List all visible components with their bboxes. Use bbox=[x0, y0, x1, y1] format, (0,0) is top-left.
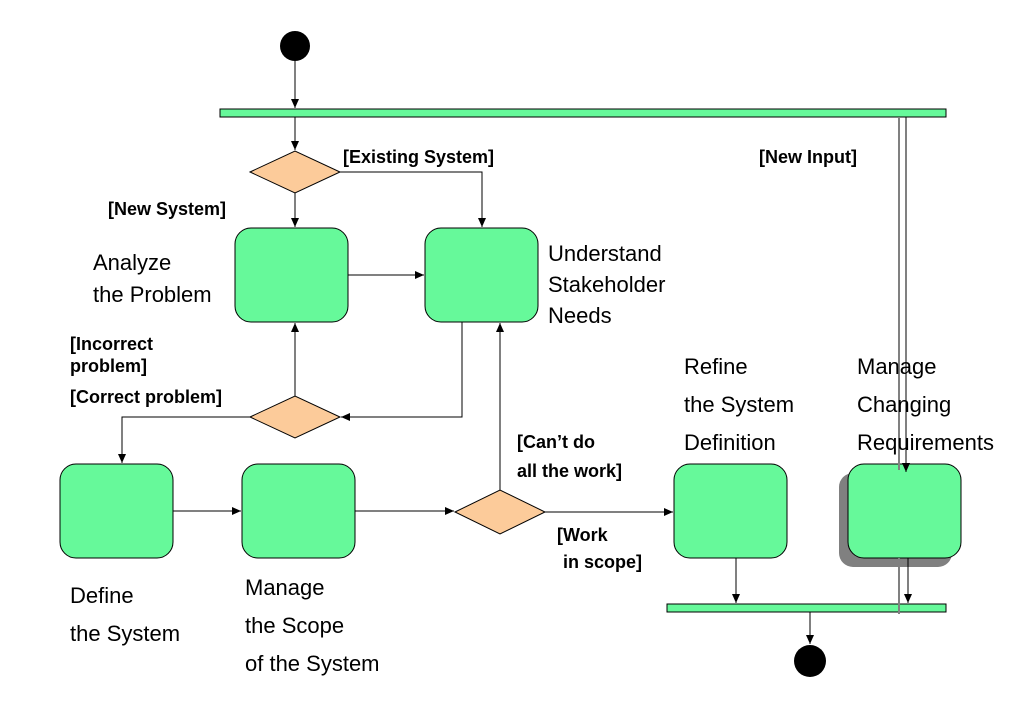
guard-new-system: [New System] bbox=[108, 199, 227, 219]
edge-decision-to-understand bbox=[340, 171, 486, 227]
activity-understand-needs bbox=[424, 227, 539, 323]
label-refine-definition: Refine the System Definition bbox=[684, 348, 794, 462]
fork-bar-top bbox=[219, 108, 947, 118]
decision-existing-or-new bbox=[248, 150, 342, 194]
label-line: Changing bbox=[857, 392, 952, 417]
decision-correct-problem bbox=[248, 395, 342, 439]
guard-work-in-scope: [Work in scope] bbox=[557, 522, 642, 576]
label-line: Needs bbox=[548, 303, 612, 328]
activity-manage-changing bbox=[847, 463, 962, 559]
label-line: Definition bbox=[684, 430, 776, 455]
guard-correct-problem: [Correct problem] bbox=[70, 387, 223, 407]
label-define-system: Define the System bbox=[70, 577, 180, 653]
label-line: Refine bbox=[684, 354, 748, 379]
guard-line: all the work] bbox=[517, 461, 623, 481]
guard-incorrect-problem: [Incorrect problem] bbox=[70, 333, 153, 377]
initial-node bbox=[280, 31, 310, 61]
guard-cant-do: [Can’t do all the work] bbox=[517, 428, 622, 486]
activity-refine-definition bbox=[673, 463, 788, 559]
label-line: the System bbox=[684, 392, 795, 417]
label-line: Analyze bbox=[93, 250, 172, 275]
label-line: Understand bbox=[548, 241, 662, 266]
edge-understand-to-decision bbox=[341, 322, 463, 421]
decision-scope bbox=[453, 489, 547, 535]
activity-manage-scope bbox=[241, 463, 356, 559]
label-line: Define bbox=[70, 583, 134, 608]
label-line: of the System bbox=[245, 651, 380, 676]
label-line: Requirements bbox=[857, 430, 994, 455]
activity-define-system bbox=[59, 463, 174, 559]
edge-decision-to-define bbox=[118, 416, 250, 463]
guard-new-input: [New Input] bbox=[759, 147, 857, 167]
guard-line: [Can’t do bbox=[517, 432, 595, 452]
activity-analyze-problem bbox=[234, 227, 349, 323]
final-node bbox=[794, 645, 826, 677]
guard-existing-system: [Existing System] bbox=[343, 147, 495, 167]
guard-line: [Work bbox=[557, 525, 608, 545]
label-line: Stakeholder bbox=[548, 272, 666, 297]
guard-line: [Incorrect bbox=[70, 334, 154, 354]
label-line: the Scope bbox=[245, 613, 345, 638]
label-understand-needs: Understand Stakeholder Needs bbox=[548, 238, 665, 331]
label-analyze-problem: Analyze the Problem bbox=[93, 247, 212, 311]
guard-line: problem] bbox=[70, 356, 148, 376]
guard-line: in scope] bbox=[563, 552, 643, 572]
label-manage-changing: Manage Changing Requirements bbox=[857, 348, 994, 462]
join-bar-bottom bbox=[666, 603, 947, 613]
label-line: the Problem bbox=[93, 282, 212, 307]
label-line: Manage bbox=[857, 354, 937, 379]
label-line: the System bbox=[70, 621, 181, 646]
label-manage-scope: Manage the Scope of the System bbox=[245, 569, 380, 683]
label-line: Manage bbox=[245, 575, 325, 600]
